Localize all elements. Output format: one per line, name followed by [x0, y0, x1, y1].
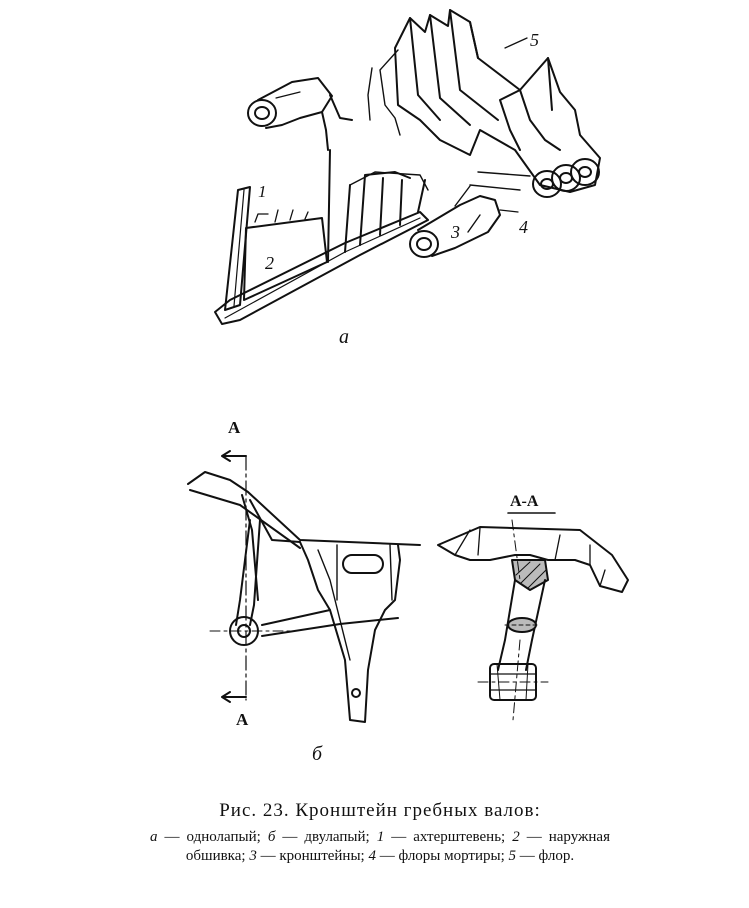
floor-plates — [367, 9, 601, 193]
section-a-a — [437, 512, 629, 721]
legend-key-b: б — [267, 829, 276, 845]
bracket-arm — [417, 195, 501, 257]
legend-key-2: 2 — [512, 829, 520, 845]
figure-caption: Рис. 23. Кронштейн гребных валов: а — од… — [150, 800, 610, 866]
legend-text-5: — флор. — [516, 848, 575, 864]
label-3: 3 — [450, 222, 460, 242]
bracket-figure: 1 2 3 4 5 а А А А-А б — [187, 9, 629, 765]
arrow-label-bottom: А — [236, 710, 249, 729]
label-2: 2 — [265, 253, 274, 273]
sublabel-b: б — [312, 743, 323, 765]
label-1: 1 — [258, 182, 267, 201]
legend-text-4: — флоры мортиры; — [375, 848, 509, 864]
shaft-bosses — [532, 158, 600, 198]
drawing-a-single-leg-bracket — [214, 9, 601, 325]
legend-text-b: — двулапый; — [275, 829, 377, 845]
label-4: 4 — [519, 217, 528, 237]
legend-key-1: 1 — [376, 829, 385, 845]
caption-title: Рис. 23. Кронштейн гребных валов: — [219, 800, 541, 821]
legend-text-1: — ахтерштевень; — [384, 829, 513, 845]
caption-legend: а — однолапый; б — двулапый; 1 — ахтершт… — [150, 828, 610, 866]
legend-key-3: 3 — [249, 848, 257, 864]
arrow-label-top: А — [228, 418, 241, 437]
lightening-hole — [342, 554, 384, 574]
label-5: 5 — [530, 30, 539, 50]
drawing-b-two-leg-bracket — [187, 450, 421, 723]
legend-text-3: — кронштейны; — [256, 848, 369, 864]
legend-text-a: — однолапый; — [157, 829, 268, 845]
legend-key-a: а — [150, 829, 158, 845]
legend-text-2: — наружная обшивка; — [185, 829, 610, 864]
legend-key-5: 5 — [508, 848, 517, 864]
section-title: А-А — [510, 493, 539, 510]
upper-boss — [247, 99, 277, 127]
legend-key-4: 4 — [368, 848, 376, 864]
sublabel-a: а — [339, 326, 349, 348]
sternpost — [224, 186, 251, 311]
